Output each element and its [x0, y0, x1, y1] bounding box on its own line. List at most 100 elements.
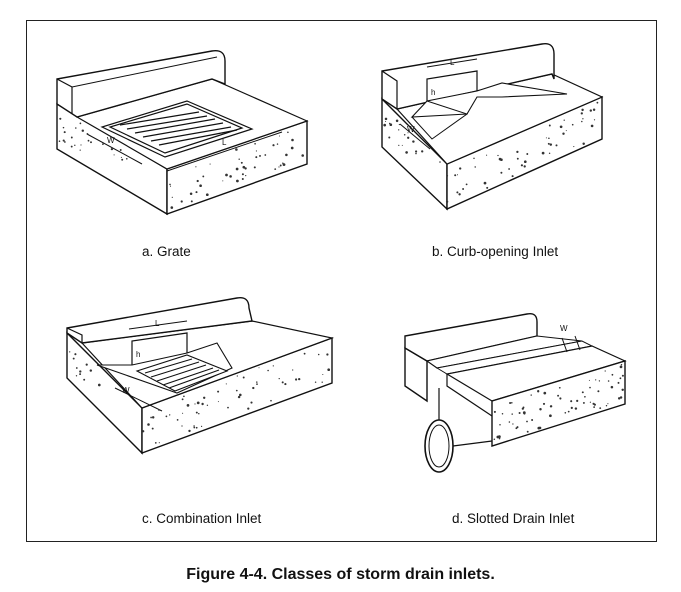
curb-opening-width-label: W	[407, 125, 415, 134]
concrete-speckle	[120, 156, 122, 158]
concrete-speckle	[235, 389, 238, 392]
concrete-speckle	[90, 141, 92, 144]
panel-slotted-drain: W d. Slotted Drain Inlet	[397, 306, 637, 526]
concrete-speckle	[314, 381, 317, 383]
curb-opening-inlet-drawing: L h W	[381, 43, 604, 211]
concrete-speckle	[596, 101, 599, 104]
concrete-speckle	[537, 426, 541, 430]
concrete-speckle	[196, 179, 199, 183]
concrete-speckle	[74, 144, 76, 147]
concrete-speckle	[70, 136, 73, 139]
combination-length-label: L	[155, 319, 160, 328]
concrete-speckle	[516, 157, 519, 160]
concrete-speckle	[593, 406, 595, 408]
concrete-speckle	[180, 200, 183, 203]
concrete-speckle	[511, 402, 513, 404]
concrete-speckle	[151, 427, 154, 430]
concrete-speckle	[412, 140, 415, 143]
concrete-speckle	[581, 120, 583, 123]
concrete-speckle	[181, 398, 184, 401]
concrete-speckle	[303, 352, 306, 355]
concrete-speckle	[589, 109, 592, 112]
concrete-speckle	[326, 353, 329, 356]
concrete-speckle	[292, 369, 294, 371]
combination-inlet-drawing: L h W	[66, 297, 335, 455]
concrete-speckle	[258, 367, 260, 369]
concrete-speckle	[58, 140, 61, 142]
concrete-speckle	[542, 402, 546, 405]
concrete-speckle	[181, 425, 183, 427]
concrete-speckle	[607, 403, 609, 405]
concrete-speckle	[229, 175, 232, 178]
concrete-speckle	[405, 151, 408, 154]
concrete-speckle	[189, 192, 193, 195]
concrete-speckle	[235, 167, 239, 171]
concrete-speckle	[282, 163, 286, 166]
grate-width-label: W	[107, 136, 115, 145]
concrete-texture-c	[69, 351, 331, 444]
concrete-speckle	[605, 405, 608, 407]
concrete-speckle	[72, 357, 75, 360]
concrete-speckle	[147, 423, 150, 426]
concrete-speckle	[509, 401, 512, 405]
concrete-speckle	[571, 123, 574, 126]
concrete-speckle	[225, 173, 228, 177]
concrete-speckle	[486, 186, 489, 189]
concrete-speckle	[565, 130, 567, 132]
curb-opening	[426, 70, 478, 101]
concrete-speckle	[247, 407, 250, 410]
concrete-speckle	[255, 150, 257, 152]
concrete-speckle	[500, 171, 503, 174]
concrete-speckle	[496, 435, 500, 439]
concrete-speckle	[89, 369, 93, 372]
combination-width-label: W	[122, 386, 130, 395]
concrete-speckle	[195, 166, 197, 168]
concrete-speckle	[317, 353, 320, 356]
concrete-speckle	[200, 425, 203, 428]
concrete-speckle	[203, 396, 206, 399]
concrete-speckle	[511, 413, 513, 415]
concrete-speckle	[543, 391, 547, 395]
concrete-speckle	[384, 117, 388, 121]
concrete-speckle	[62, 139, 65, 142]
curb-opening-height-label: h	[431, 88, 435, 97]
concrete-speckle	[573, 146, 575, 148]
combination-height-label: h	[136, 350, 140, 359]
concrete-speckle	[589, 386, 591, 389]
concrete-speckle	[321, 381, 323, 383]
concrete-speckle	[242, 376, 245, 379]
concrete-speckle	[70, 145, 73, 148]
concrete-speckle	[279, 164, 282, 167]
concrete-speckle	[403, 133, 406, 136]
caption-slotted-drain: d. Slotted Drain Inlet	[452, 511, 575, 526]
concrete-speckle	[512, 423, 514, 425]
concrete-speckle	[619, 396, 623, 399]
concrete-speckle	[563, 119, 565, 121]
concrete-speckle	[526, 430, 529, 433]
concrete-speckle	[522, 411, 526, 415]
concrete-speckle	[194, 403, 196, 405]
concrete-texture-b	[383, 101, 599, 203]
concrete-speckle	[113, 154, 115, 156]
concrete-speckle	[63, 131, 66, 134]
concrete-texture-a	[58, 117, 304, 209]
concrete-speckle	[462, 188, 465, 190]
concrete-speckle	[497, 154, 499, 157]
concrete-speckle	[196, 401, 200, 405]
concrete-speckle	[501, 413, 504, 415]
concrete-speckle	[593, 119, 596, 121]
concrete-speckle	[201, 402, 204, 406]
concrete-speckle	[570, 406, 573, 410]
concrete-speckle	[245, 174, 247, 177]
concrete-speckle	[595, 379, 597, 381]
concrete-speckle	[508, 421, 511, 423]
concrete-speckle	[580, 112, 583, 115]
concrete-speckle	[272, 144, 275, 147]
concrete-speckle	[195, 191, 198, 194]
concrete-speckle	[241, 173, 244, 176]
concrete-speckle	[206, 404, 209, 406]
concrete-speckle	[259, 154, 261, 157]
curb-opening-length-label: L	[450, 58, 455, 67]
concrete-speckle	[241, 177, 244, 181]
concrete-speckle	[539, 408, 542, 411]
